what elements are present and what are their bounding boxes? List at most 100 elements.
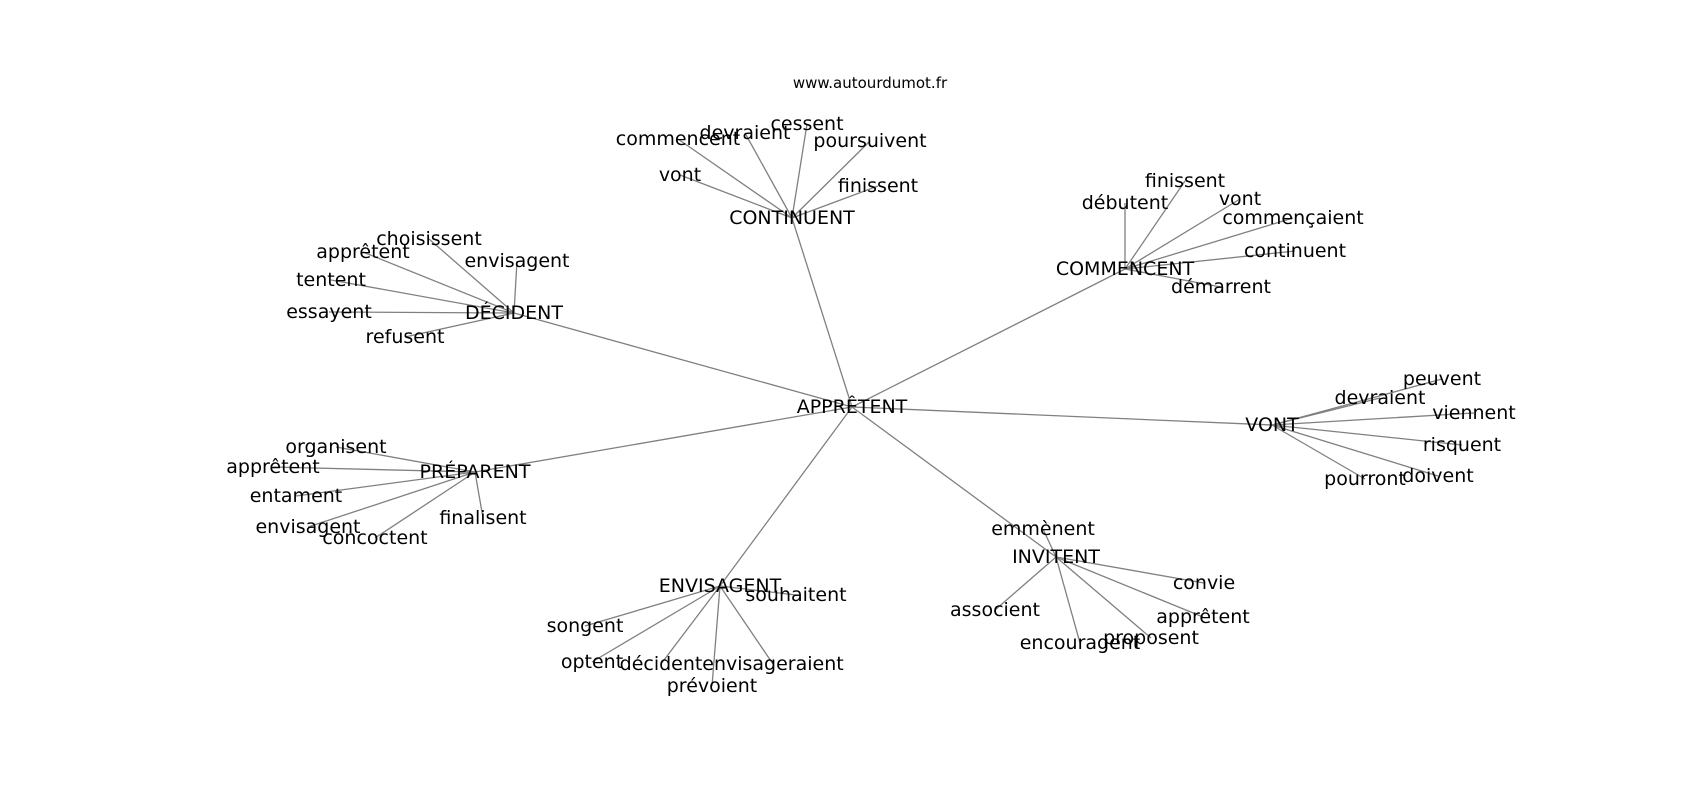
edge-preparent-concoctent [374,471,476,539]
node-leaf-vont[interactable]: vont [659,164,701,186]
node-leaf-continuent[interactable]: continuent [1244,240,1346,262]
edge-decident-essayent [328,311,515,314]
node-leaf-commencent[interactable]: commencent [616,128,740,150]
node-leaf-organisent[interactable]: organisent [285,436,386,458]
node-leaf-souhaitent[interactable]: souhaitent [745,584,846,606]
edge-invitent-appretent [1055,556,1204,618]
edge-continuent-commencent [677,138,793,219]
node-leaf-doivent[interactable]: doivent [1402,465,1473,487]
node-hub-decident[interactable]: DÉCIDENT [465,301,563,324]
edge-center-invitent [851,406,1057,558]
edge-envisagent-optent [591,585,721,663]
node-leaf-envisagent[interactable]: envisagent [464,250,569,272]
node-leaf-associent[interactable]: associent [950,599,1040,621]
node-leaf-appretent[interactable]: apprêtent [316,241,409,263]
edge-continuent-devraient [744,132,793,219]
node-hub-commencent[interactable]: COMMENCENT [1056,258,1195,280]
node-leaf-refusent[interactable]: refusent [366,326,445,348]
node-leaf-essayent[interactable]: essayent [286,301,372,323]
edge-preparent-entament [295,471,476,497]
edge-center-vont [851,406,1273,426]
edge-envisagent-souhaitent [719,585,797,596]
edge-envisagent-envisageraient [719,585,774,665]
node-leaf-devraient[interactable]: devraient [1335,387,1426,409]
edge-decident-envisagent [513,260,518,314]
edge-decident-refusent [404,312,515,338]
node-leaf-appretent[interactable]: apprêtent [1156,606,1249,628]
edge-continuent-poursuivent [791,140,871,219]
node-leaf-finissent[interactable]: finissent [838,175,918,197]
node-leaf-envisageraient[interactable]: envisageraient [702,653,843,675]
node-leaf-proposent[interactable]: proposent [1103,627,1199,649]
edge-decident-appretent [362,251,515,314]
node-leaf-appretent[interactable]: apprêtent [226,456,319,478]
edge-center-continuent [791,217,853,408]
edge-commencent-continuent [1124,250,1296,270]
source-label[interactable]: www.autourdumot.fr [793,74,948,92]
edge-continuent-cessent [791,123,808,219]
labels-layer: www.autourdumot.fr APPRÊTENT CONTINUENT co… [226,74,1515,697]
node-hub-invitent[interactable]: INVITENT [1012,546,1100,568]
edge-envisagent-songent [584,585,721,627]
node-leaf-debutent[interactable]: débutent [1082,192,1168,214]
node-leaf-songent[interactable]: songent [547,615,624,637]
edge-decident-choisissent [428,238,515,314]
node-leaf-demarrent[interactable]: démarrent [1171,276,1271,298]
edge-invitent-convie [1055,556,1205,584]
edge-vont-risquent [1271,424,1463,446]
node-leaf-viennent[interactable]: viennent [1432,402,1515,424]
node-hub-vont[interactable]: VONT [1245,414,1299,436]
edge-preparent-envisagent [307,471,476,528]
edge-preparent-finalisent [474,471,484,519]
edge-invitent-emmenent [1042,528,1057,558]
edge-preparent-appretent [272,466,476,473]
node-leaf-decident[interactable]: décident [620,653,703,675]
edge-commencent-commencaient [1124,217,1294,270]
edge-center-decident [513,312,853,408]
node-hub-preparent[interactable]: PRÉPARENT [420,460,531,483]
node-leaf-prevoient[interactable]: prévoient [667,675,757,697]
node-leaf-convie[interactable]: convie [1173,572,1235,594]
node-leaf-emmenent[interactable]: emmènent [991,518,1095,540]
edge-preparent-organisent [335,446,476,473]
edge-invitent-encouragent [1055,556,1081,644]
node-leaf-tentent[interactable]: tentent [296,269,366,291]
edge-vont-devraient [1271,397,1381,426]
edge-vont-viennent [1271,412,1475,426]
node-leaf-cessent[interactable]: cessent [770,113,843,135]
edge-vont-pourront [1271,424,1366,480]
edge-invitent-associent [994,556,1057,611]
edge-envisagent-prevoient [711,585,721,687]
edge-continuent-vont [679,174,793,219]
edges-layer [272,123,1475,687]
node-leaf-vont[interactable]: vont [1219,188,1261,210]
edge-center-commencent [851,268,1126,408]
node-leaf-devraient[interactable]: devraient [700,122,791,144]
edge-envisagent-decident [660,585,721,665]
node-leaf-poursuivent[interactable]: poursuivent [813,130,926,152]
edge-decident-tentent [330,279,515,314]
node-leaf-finalisent[interactable]: finalisent [439,507,526,529]
node-center-appretent[interactable]: APPRÊTENT [797,395,908,418]
node-leaf-peuvent[interactable]: peuvent [1403,368,1481,390]
node-leaf-risquent[interactable]: risquent [1423,434,1501,456]
edge-invitent-proposent [1055,556,1152,639]
edge-center-envisagent [719,406,853,587]
node-leaf-concoctent[interactable]: concoctent [322,527,427,549]
node-hub-envisagent[interactable]: ENVISAGENT [659,575,782,597]
edge-continuent-finissent [791,185,879,219]
node-leaf-choisissent[interactable]: choisissent [376,228,482,250]
edge-commencent-demarrent [1124,268,1222,288]
edge-center-preparent [474,406,853,473]
node-leaf-encouragent[interactable]: encouragent [1020,632,1141,654]
node-leaf-finissent[interactable]: finissent [1145,170,1225,192]
edge-vont-doivent [1271,424,1439,477]
node-leaf-commencaient[interactable]: commençaient [1222,207,1363,229]
node-leaf-optent[interactable]: optent [561,651,623,673]
node-hub-continuent[interactable]: CONTINUENT [729,207,855,229]
node-leaf-entament[interactable]: entament [250,485,343,507]
edge-commencent-vont [1124,198,1241,270]
node-leaf-envisagent[interactable]: envisagent [255,516,360,538]
node-leaf-pourront[interactable]: pourront [1324,468,1406,490]
